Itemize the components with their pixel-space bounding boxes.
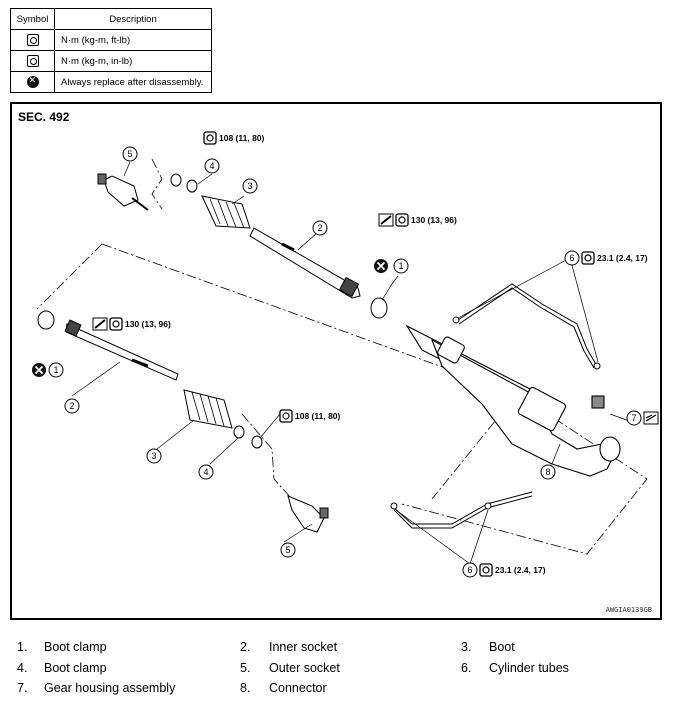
callout-6-lower: 6 xyxy=(462,562,478,578)
symbol-description: N·m (kg-m, ft-lb) xyxy=(54,29,212,51)
boot-upper xyxy=(201,195,251,229)
callout-number: 3 xyxy=(247,181,252,191)
callout-number: 5 xyxy=(285,545,290,555)
callout-6-upper: 6 xyxy=(564,250,580,266)
torque-value: 23.1 (2.4, 17) xyxy=(597,253,648,263)
outer-socket-lower xyxy=(287,495,329,533)
symbol-row: N·m (kg-m, ft-lb) xyxy=(10,29,212,51)
leader-lines xyxy=(71,161,633,565)
symbol-table-header: Symbol Description xyxy=(10,8,212,30)
inner-socket-upper xyxy=(249,227,361,299)
callout-number: 7 xyxy=(631,413,636,423)
callout-2-upper: 2 xyxy=(312,220,328,236)
figure-code: AWGIA0139GB xyxy=(605,606,652,614)
always-replace-icon xyxy=(26,75,39,88)
callout-number: 3 xyxy=(151,451,156,461)
description-header: Description xyxy=(54,8,212,30)
boot-clamp-ring-lower xyxy=(37,310,55,330)
torque-108-lower: 108 (11, 80) xyxy=(279,409,341,423)
callout-number: 1 xyxy=(398,261,403,271)
gear-housing-assembly xyxy=(405,324,621,477)
boot-clamp-ring-1 xyxy=(370,297,388,319)
callout-5-upper: 5 xyxy=(122,146,138,162)
callout-number: 5 xyxy=(127,149,132,159)
callout-2-lower: 2 xyxy=(64,398,80,414)
torque-108-upper: 108 (11, 80) xyxy=(203,131,265,145)
always-replace-icon xyxy=(31,362,47,378)
torque-value: 108 (11, 80) xyxy=(219,133,265,143)
torque-value: 130 (13, 96) xyxy=(125,319,171,329)
symbol-row: N·m (kg-m, in-lb) xyxy=(10,50,212,72)
callout-5-lower: 5 xyxy=(280,542,296,558)
callout-number: 2 xyxy=(317,223,322,233)
torque-wrench-icon xyxy=(26,34,39,46)
callout-number: 2 xyxy=(69,401,74,411)
symbol-description: Always replace after disassembly. xyxy=(54,71,212,93)
symbol-row: Always replace after disassembly. xyxy=(10,71,212,93)
callout-8: 8 xyxy=(540,464,556,480)
torque-wrench-small-icon xyxy=(26,55,39,67)
tool-icon xyxy=(643,411,659,425)
callout-1-upper: 1 xyxy=(393,258,409,274)
torque-130-lower: 130 (13, 96) xyxy=(92,317,171,331)
boot-clamp-upper xyxy=(170,173,198,193)
inner-socket-lower xyxy=(64,319,179,381)
callout-3-upper: 3 xyxy=(242,178,258,194)
callout-3-lower: 3 xyxy=(146,448,162,464)
torque-labels: 108 (11, 80) 130 (13, 96) 23.1 (2.4, 17)… xyxy=(92,131,648,577)
exploded-diagram: SEC. 492 xyxy=(10,102,662,620)
always-replace-icon xyxy=(373,258,389,274)
cylinder-tubes xyxy=(390,283,601,529)
symbol-description: N·m (kg-m, in-lb) xyxy=(54,50,212,72)
torque-231-lower: 23.1 (2.4, 17) xyxy=(479,563,546,577)
callout-number: 6 xyxy=(467,565,472,575)
diagram-drawing: 5 4 3 2 1 6 1 2 3 4 5 7 8 6 108 (11, 80)… xyxy=(31,131,659,578)
callout-4-lower: 4 xyxy=(198,464,214,480)
callout-number: 4 xyxy=(203,467,208,477)
boot-clamp-lower xyxy=(233,425,263,449)
callout-number: 4 xyxy=(209,161,214,171)
callout-number: 1 xyxy=(53,365,58,375)
callout-bubbles: 5 4 3 2 1 6 1 2 3 4 5 7 8 6 xyxy=(48,146,642,578)
torque-130-upper: 130 (13, 96) xyxy=(378,213,457,227)
callout-number: 6 xyxy=(569,253,574,263)
callout-7: 7 xyxy=(626,410,642,426)
callout-1-lower: 1 xyxy=(48,362,64,378)
callout-4-upper: 4 xyxy=(204,158,220,174)
torque-value: 23.1 (2.4, 17) xyxy=(495,565,546,575)
section-label: SEC. 492 xyxy=(18,110,70,124)
boot-lower xyxy=(183,389,233,429)
outer-socket-upper xyxy=(97,173,149,211)
callout-number: 8 xyxy=(545,467,550,477)
symbol-table: Symbol Description N·m (kg-m, ft-lb) N·m… xyxy=(10,8,212,93)
torque-231-upper: 23.1 (2.4, 17) xyxy=(581,251,648,265)
torque-value: 108 (11, 80) xyxy=(295,411,341,421)
torque-value: 130 (13, 96) xyxy=(411,215,457,225)
symbol-header: Symbol xyxy=(10,8,55,30)
